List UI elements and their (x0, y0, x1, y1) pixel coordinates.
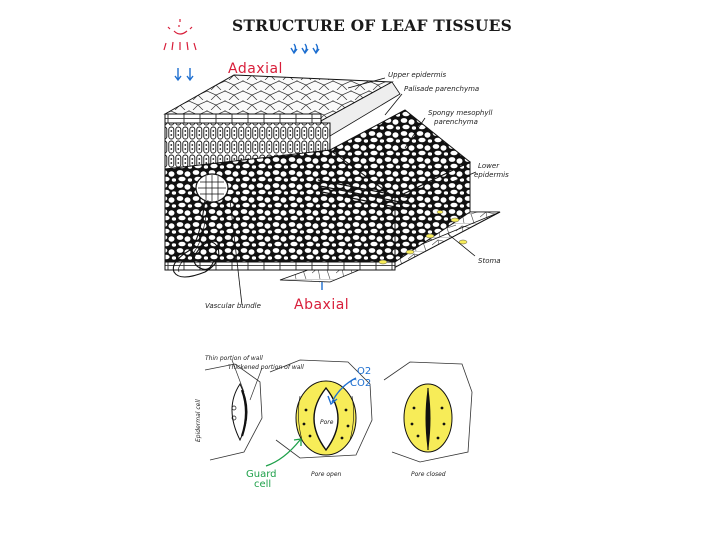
stomata-detail (205, 360, 472, 466)
label-spongy-parenchyma: parenchyma (434, 119, 478, 127)
label-palisade-parenchyma: Palisade parenchyma (404, 86, 479, 94)
label-epidermis: epidermis (474, 172, 509, 180)
label-o2: O2 (357, 366, 371, 377)
label-cell: cell (254, 480, 271, 490)
label-co2: CO2 (350, 378, 371, 389)
guard-cell-sketch-left (232, 384, 247, 440)
label-pore-closed: Pore closed (411, 472, 446, 479)
label-stoma: Stoma (478, 258, 501, 266)
label-upper-epidermis: Upper epidermis (388, 72, 446, 80)
label-thin-wall: Thin portion of wall (205, 356, 263, 363)
label-vascular-bundle: Vascular bundle (205, 303, 261, 311)
upper-epidermis-layer (165, 114, 321, 123)
abaxial-label: Abaxial (294, 298, 349, 313)
label-lower: Lower (478, 163, 499, 171)
label-pore: Pore (320, 420, 333, 427)
label-pore-open: Pore open (311, 472, 341, 479)
guard-cell-arrow (266, 439, 301, 466)
leaf-block (165, 75, 500, 282)
stoma-pore-open (296, 381, 356, 455)
lower-epidermis-layer (165, 262, 395, 270)
label-thick-wall: Thickened portion of wall (228, 365, 304, 372)
stoma-pore-closed (404, 384, 452, 452)
label-spongy-mesophyll: Spongy mesophyll (428, 110, 492, 118)
light-symbols (164, 19, 196, 50)
adaxial-label: Adaxial (228, 62, 283, 77)
label-epidermal-cell: Epidermal cell (196, 399, 203, 442)
